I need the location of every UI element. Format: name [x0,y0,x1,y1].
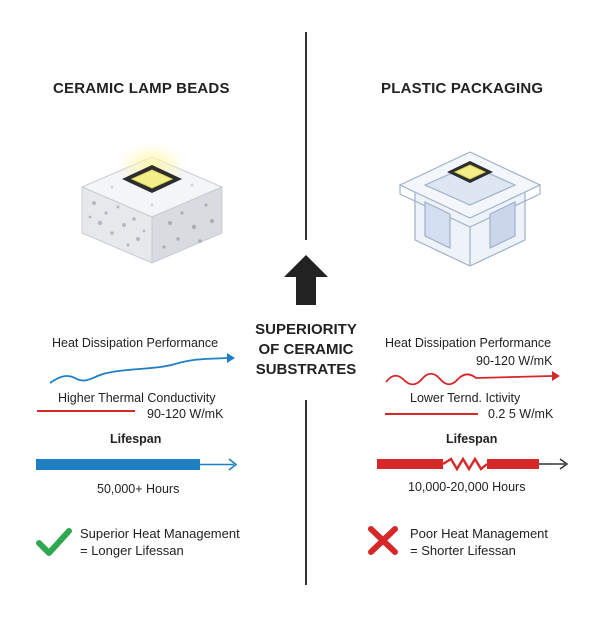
cross-icon [368,526,398,555]
plastic-lifespan-value: 10,000-20,000 Hours [408,480,526,494]
ceramic-verdict-line-1: Superior Heat Management [80,526,240,541]
ceramic-verdict-line-2: = Longer Lifessan [80,543,184,558]
ceramic-lifespan-bar [36,458,238,471]
ceramic-heat-label: Heat Dissipation Performance [52,336,219,350]
center-line-3: SUBSTRATES [255,361,357,378]
up-arrow-icon [284,255,328,305]
plastic-heat-value: 90-120 W/mK [476,354,553,368]
ceramic-lifespan-value: 50,000+ Hours [97,482,180,496]
ceramic-conductivity-line [37,410,135,412]
plastic-heat-label: Heat Dissipation Performance [385,336,552,350]
plastic-verdict: Poor Heat Management = Shorter Lifessan [410,525,548,559]
check-icon [36,528,72,556]
ceramic-conductivity-label: Higher Thermal Conductivity [58,391,216,405]
plastic-title: PLASTIC PACKAGING [381,80,544,97]
divider-bottom [305,400,307,585]
plastic-verdict-line-2: = Shorter Lifessan [410,543,516,558]
ceramic-title: CERAMIC LAMP BEADS [53,80,230,97]
ceramic-lamp-bead-icon [80,143,224,264]
plastic-conductivity-value: 0.2 5 W/mK [488,407,554,421]
plastic-verdict-line-1: Poor Heat Management [410,526,549,541]
plastic-package-icon [398,151,542,267]
ceramic-conductivity-value: 90-120 W/mK [147,407,224,421]
center-line-1: SUPERIORITY [255,321,357,338]
plastic-conductivity-label: Lower Ternd. Ictivity [410,391,521,405]
center-heading: SUPERIORITY OF CERAMIC SUBSTRATES [236,320,376,380]
divider-top [305,32,307,240]
ceramic-verdict: Superior Heat Management = Longer Lifess… [80,525,240,559]
plastic-lifespan-bar [377,456,569,472]
plastic-lifespan-label: Lifespan [446,432,498,446]
plastic-conductivity-line [385,413,478,415]
plastic-heat-curve [385,371,560,386]
center-line-2: OF CERAMIC [258,341,354,358]
ceramic-heat-curve [49,353,235,384]
ceramic-lifespan-label: Lifespan [110,432,162,446]
